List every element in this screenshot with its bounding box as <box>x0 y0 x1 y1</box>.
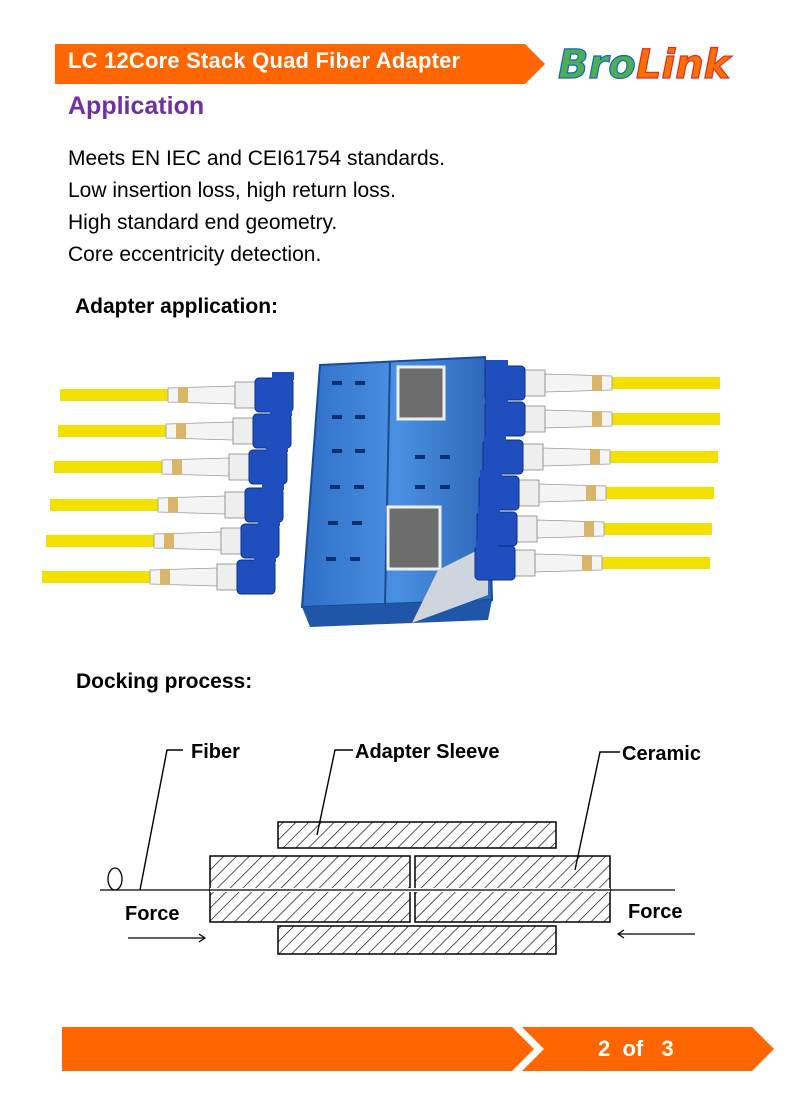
docking-diagram: Fiber Adapter Sleeve Ceramic Force Force <box>100 741 701 955</box>
feature-line: Meets EN IEC and CEI61754 standards. <box>68 147 446 170</box>
footer-bar <box>62 1027 774 1071</box>
feature-line: Low insertion loss, high return loss. <box>68 179 396 202</box>
docking-heading: Docking process: <box>76 670 253 693</box>
adapter-heading: Adapter application: <box>75 295 279 318</box>
brolink-logo: Bro Link <box>558 41 733 86</box>
label-adapter-sleeve: Adapter Sleeve <box>355 741 500 763</box>
adapter-photo <box>41 355 721 627</box>
feature-list: Meets EN IEC and CEI61754 standards. Low… <box>68 143 445 271</box>
label-fiber: Fiber <box>191 741 240 763</box>
page-title: LC 12Core Stack Quad Fiber Adapter <box>68 48 461 73</box>
feature-line: Core eccentricity detection. <box>68 243 322 266</box>
label-ceramic: Ceramic <box>622 743 701 765</box>
header-banner <box>55 44 545 84</box>
label-force-left: Force <box>125 903 179 925</box>
logo-text-bro: Bro <box>558 42 636 86</box>
label-force-right: Force <box>628 901 682 923</box>
feature-line: High standard end geometry. <box>68 211 338 234</box>
logo-text-link: Link <box>636 42 733 86</box>
section-heading: Application <box>68 92 205 120</box>
page-number: 2 of 3 <box>598 1036 674 1061</box>
